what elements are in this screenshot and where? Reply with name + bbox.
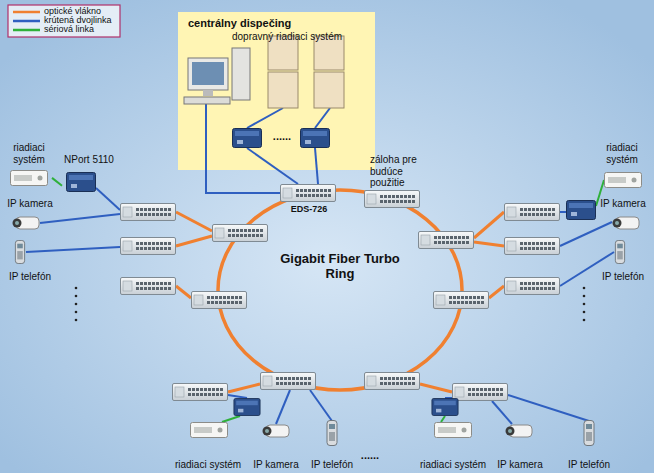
node-text: IP kamera <box>494 459 546 471</box>
device: IP kamera <box>596 198 650 234</box>
phone-icon <box>327 421 337 446</box>
node-text: IP telefón <box>596 271 650 283</box>
node-text: záloha pre budúce použitie <box>360 154 440 189</box>
camera-icon <box>613 217 640 229</box>
node-text: EDS-726 <box>280 204 338 214</box>
switch-label: EDS-726 <box>280 184 338 214</box>
device: riadiaci systém <box>170 420 246 470</box>
backup-switch: záloha pre budúce použitie <box>360 154 440 190</box>
edge-switch <box>505 278 560 295</box>
legend-text: optické vlákno <box>44 6 101 16</box>
node-text: riadiaci systém <box>170 459 246 471</box>
device: IP telefón <box>4 238 56 282</box>
edge-switch <box>173 384 228 401</box>
device: riadiaci systém <box>6 142 52 188</box>
node-text: IP telefón <box>560 459 618 471</box>
dispatch-ground <box>178 12 375 170</box>
device: IP kamera <box>4 198 56 234</box>
edge-switch <box>505 204 560 221</box>
serial-server <box>567 201 596 220</box>
device: IP kamera <box>250 420 302 470</box>
serial-server <box>233 129 262 148</box>
twisted-pair-links <box>26 100 614 424</box>
controller-icon <box>11 171 48 186</box>
device: IP telefón <box>304 418 360 470</box>
ring-switch <box>261 373 316 390</box>
serial-sample <box>13 29 40 32</box>
node-text: IP telefón <box>304 459 360 471</box>
ring-switch <box>419 232 474 249</box>
fiber-links <box>176 212 504 392</box>
legend-frame <box>8 5 120 37</box>
phone-icon <box>615 240 624 263</box>
fiber-ring <box>218 190 462 390</box>
workstation <box>184 48 250 104</box>
serial-server <box>67 173 96 192</box>
device: IP telefón <box>596 238 650 282</box>
node-subtext: dopravný riadiaci systém <box>178 30 375 43</box>
edge-switch <box>121 204 176 221</box>
dispatch-panel: centrálny dispečingdopravný riadiaci sys… <box>178 12 375 170</box>
legend-text: krútená dvojlinka <box>44 15 112 25</box>
ring-switch <box>192 292 247 309</box>
node-text: IP telefón <box>4 271 56 283</box>
controller-icon <box>605 173 642 188</box>
device: riadiaci systém <box>596 142 648 188</box>
node-text: IP kamera <box>250 459 302 471</box>
legend-text: sériová linka <box>44 24 94 34</box>
controller-icon <box>435 423 472 438</box>
continuation-dots <box>75 287 586 322</box>
eds-switch <box>281 185 336 202</box>
device: IP telefón <box>560 418 618 470</box>
phone-icon <box>15 240 24 263</box>
serial-server <box>301 129 330 148</box>
ring-switch <box>213 225 268 242</box>
ring-switch <box>365 191 420 208</box>
node-text: riadiaci systém <box>6 142 52 165</box>
ellipsis: ...... <box>262 130 302 143</box>
serial-server <box>432 398 458 415</box>
twisted-pair-sample <box>13 20 40 23</box>
device: IP kamera <box>494 420 546 470</box>
servers <box>268 36 344 108</box>
edge-switch <box>453 384 508 401</box>
node-text: riadiaci systém <box>414 459 492 471</box>
camera-icon <box>263 425 290 437</box>
node-text: IP kamera <box>596 198 650 210</box>
ellipsis: ...... <box>350 449 390 462</box>
device: riadiaci systém <box>414 420 492 470</box>
node-text: NPort 5110 <box>62 154 116 166</box>
ring-switch <box>434 292 489 309</box>
edge-switch <box>505 238 560 255</box>
edge-switch <box>121 278 176 295</box>
device: NPort 5110 <box>62 154 116 198</box>
edge-switch <box>121 238 176 255</box>
controller-icon <box>191 423 228 438</box>
ring-switch <box>365 373 420 390</box>
serial-links <box>222 180 604 422</box>
camera-icon <box>13 217 40 229</box>
node-text: centrálny dispečing <box>178 12 375 30</box>
ring-title: Gigabit Fiber Turbo Ring <box>280 252 400 282</box>
node-text: riadiaci systém <box>596 142 648 165</box>
phone-icon <box>584 421 594 446</box>
fiber-sample <box>13 11 40 14</box>
camera-icon <box>506 425 533 437</box>
node-text: IP kamera <box>4 198 56 210</box>
serial-server <box>234 398 260 415</box>
serial-link <box>52 178 62 186</box>
